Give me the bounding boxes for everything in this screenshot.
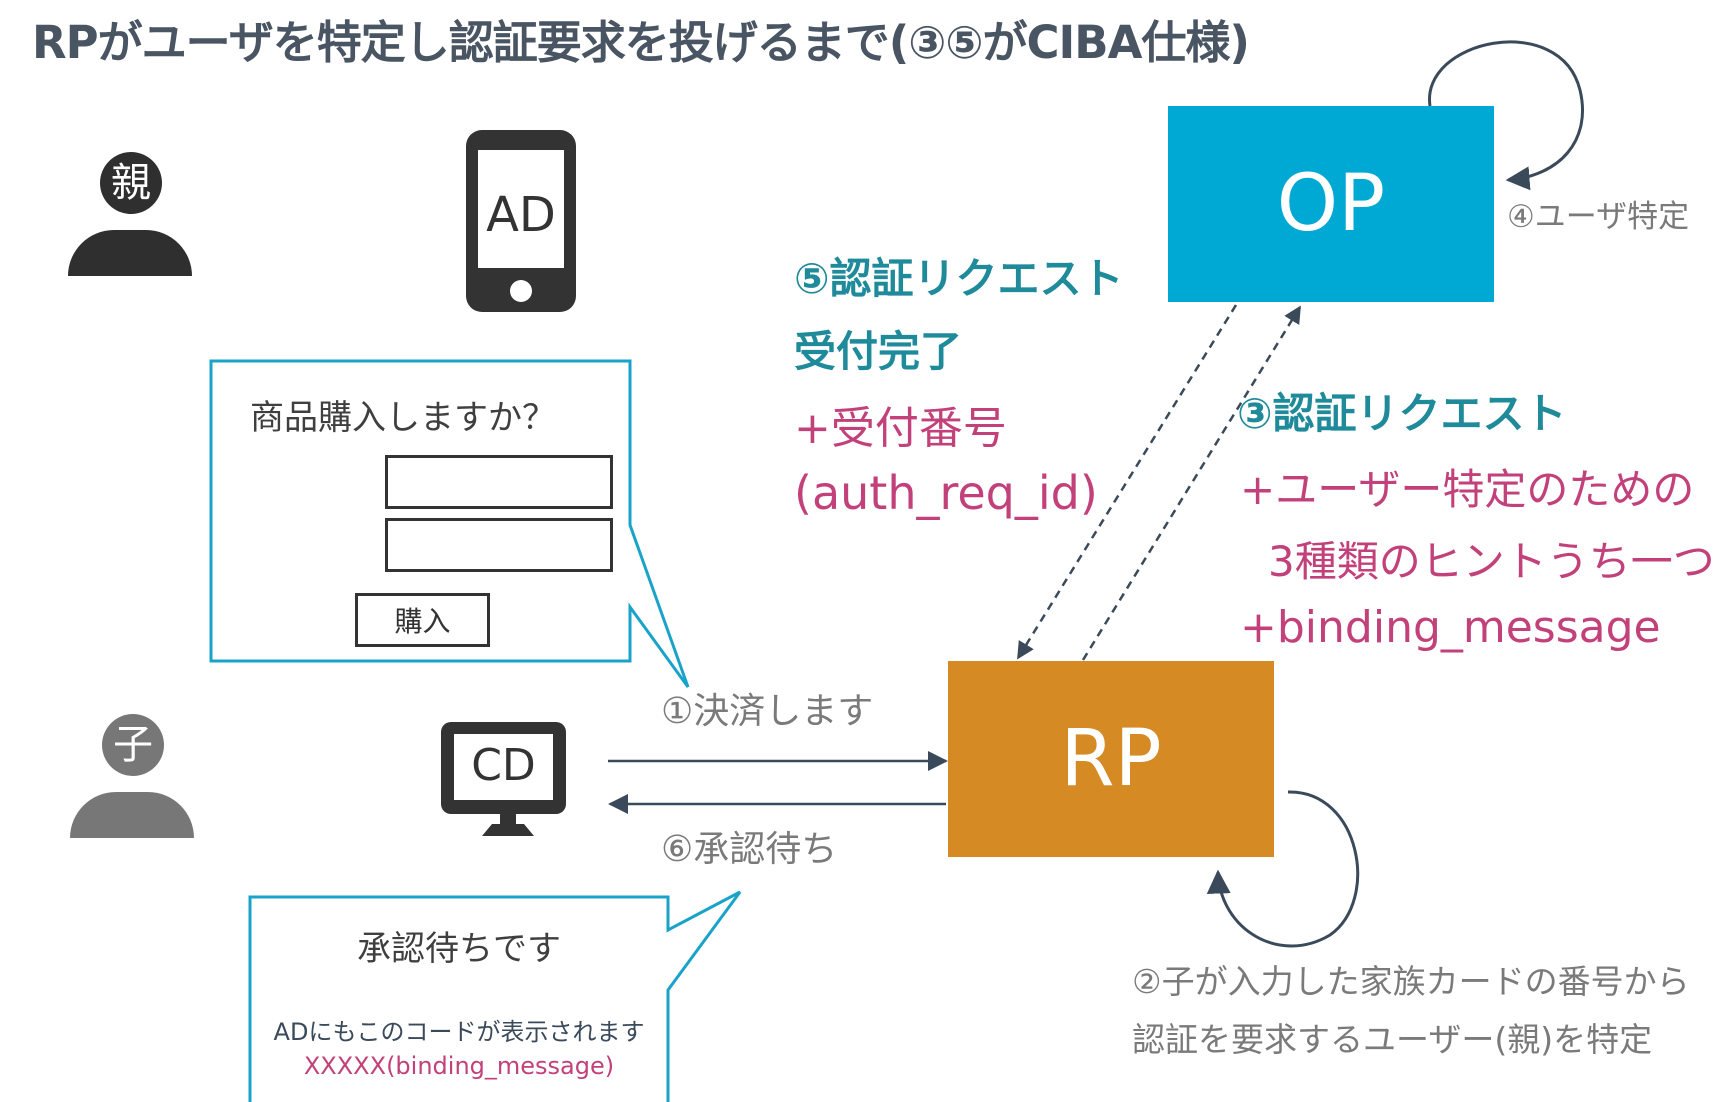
op-box: OP (1168, 106, 1494, 302)
step5-line1: ⑤認証リクエスト (794, 254, 1124, 303)
step2-line1: ②子が入力した家族カードの番号から (1132, 962, 1690, 1001)
step6-label: ⑥承認待ち (661, 829, 838, 870)
parent-label: 親 (111, 160, 151, 206)
purchase-input-1[interactable] (385, 455, 613, 509)
step3-line1: ③認証リクエスト (1237, 389, 1567, 438)
step3-line2: +ユーザー特定のための (1240, 465, 1695, 514)
step3-line3: 3種類のヒントうち一つ (1268, 537, 1715, 586)
step2-line2: 認証を要求するユーザー(親)を特定 (1132, 1020, 1653, 1059)
step1-label: ①決済します (661, 691, 874, 732)
rp-box: RP (948, 661, 1274, 857)
op-label: OP (1276, 159, 1386, 249)
step5-line2: 受付完了 (794, 327, 963, 376)
purchase-question: 商品購入しますか？ (250, 398, 556, 438)
waiting-dialog-callout (248, 890, 742, 1102)
waiting-message: 承認待ちです (357, 929, 561, 969)
purchase-button-label: 購入 (394, 605, 451, 638)
smartphone-icon (466, 130, 576, 312)
step4-label: ④ユーザ特定 (1507, 199, 1690, 235)
child-label: 子 (113, 722, 153, 768)
rp-label: RP (1060, 714, 1162, 804)
binding-code: XXXXX(binding_message) (303, 1052, 615, 1080)
op-self-loop-arrow (1428, 40, 1584, 191)
monitor-icon (441, 722, 566, 836)
step5-line3: +受付番号 (794, 403, 1007, 454)
cd-label: CD (471, 740, 536, 791)
purchase-input-2[interactable] (385, 518, 613, 572)
rp-self-loop-arrow (1206, 790, 1360, 948)
page-title: RPがユーザを特定し認証要求を投げるまで(③⑤がCIBA仕様) (32, 16, 1250, 69)
ad-label: AD (486, 187, 556, 243)
child-person: 子 (68, 712, 198, 842)
parent-avatar-body (68, 230, 192, 276)
parent-avatar-head: 親 (100, 152, 162, 214)
child-avatar-body (70, 792, 194, 838)
purchase-button[interactable]: 購入 (355, 593, 490, 647)
step3-line4: +binding_message (1240, 602, 1661, 653)
waiting-note: ADにもこのコードが表示されます (273, 1018, 645, 1046)
step5-line4: (auth_req_id) (794, 466, 1098, 520)
child-avatar-head: 子 (102, 714, 164, 776)
parent-person: 親 (66, 150, 196, 280)
